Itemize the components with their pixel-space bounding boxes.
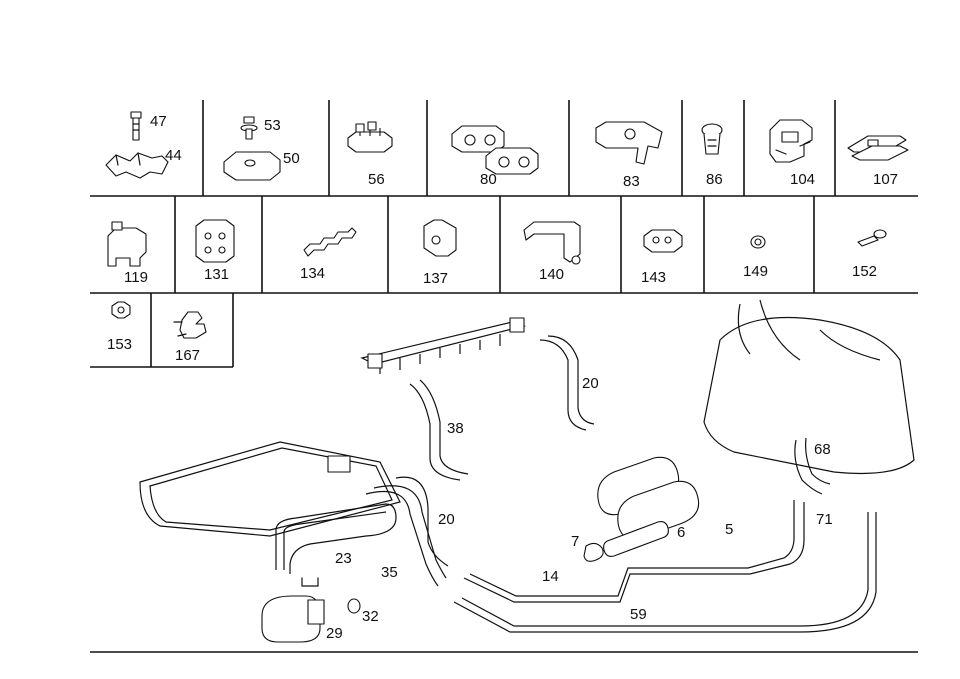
label-p44: 44 bbox=[165, 147, 182, 164]
part-134-strip bbox=[303, 227, 357, 257]
label-p86: 86 bbox=[706, 171, 723, 188]
label-p143: 143 bbox=[641, 269, 666, 286]
label-p119: 119 bbox=[124, 269, 148, 286]
part-80-double-block bbox=[451, 125, 539, 175]
part-131-cube-clamp bbox=[195, 219, 235, 263]
label-p56: 56 bbox=[368, 171, 385, 188]
label-p47: 47 bbox=[150, 113, 167, 130]
label-p50: 50 bbox=[283, 150, 300, 167]
label-p167: 167 bbox=[175, 347, 200, 364]
parts-grid-frame bbox=[90, 100, 918, 653]
part-153-nut bbox=[111, 301, 131, 319]
part-137-block bbox=[423, 219, 457, 257]
label-p152: 152 bbox=[852, 263, 877, 280]
label-p140: 140 bbox=[539, 266, 564, 283]
label-p153: 153 bbox=[107, 336, 132, 353]
callout-c38: 38 bbox=[447, 420, 464, 437]
part-119-block bbox=[107, 221, 147, 267]
label-p131: 131 bbox=[204, 266, 229, 283]
part-44-47-clamp-bolt bbox=[105, 111, 169, 179]
part-104-holder bbox=[769, 119, 813, 163]
part-50-53-plate-screw bbox=[223, 116, 281, 181]
callout-c68: 68 bbox=[814, 441, 831, 458]
part-143-block bbox=[643, 229, 683, 253]
callout-c35: 35 bbox=[381, 564, 398, 581]
label-p134: 134 bbox=[300, 265, 325, 282]
callout-c29: 29 bbox=[326, 625, 343, 642]
callout-c23: 23 bbox=[335, 550, 352, 567]
callout-c59: 59 bbox=[630, 606, 647, 623]
callout-c20b: 20 bbox=[438, 511, 455, 528]
callout-c71: 71 bbox=[816, 511, 833, 528]
callout-c6: 6 bbox=[677, 524, 685, 541]
part-107-clip bbox=[847, 135, 909, 161]
label-p137: 137 bbox=[423, 270, 448, 287]
label-p80: 80 bbox=[480, 171, 497, 188]
label-p53: 53 bbox=[264, 117, 281, 134]
label-p107: 107 bbox=[873, 171, 898, 188]
part-140-bracket bbox=[523, 221, 581, 265]
part-149-nut bbox=[750, 235, 766, 249]
callout-c14: 14 bbox=[542, 568, 559, 585]
part-86-grommet bbox=[701, 123, 723, 155]
part-167-clip bbox=[173, 311, 207, 339]
label-p149: 149 bbox=[743, 263, 768, 280]
fuel-line-assembly bbox=[139, 299, 915, 643]
callout-c7: 7 bbox=[571, 533, 579, 550]
part-152-screw bbox=[857, 229, 887, 247]
part-83-bracket bbox=[595, 121, 663, 165]
label-p104: 104 bbox=[790, 171, 815, 188]
part-56-clip bbox=[347, 121, 393, 153]
callout-c5: 5 bbox=[725, 521, 733, 538]
callout-c20a: 20 bbox=[582, 375, 599, 392]
callout-c32: 32 bbox=[362, 608, 379, 625]
label-p83: 83 bbox=[623, 173, 640, 190]
part-number-labels: 47 44 53 50 56 80 83 86 104 107 119 131 … bbox=[107, 113, 898, 642]
